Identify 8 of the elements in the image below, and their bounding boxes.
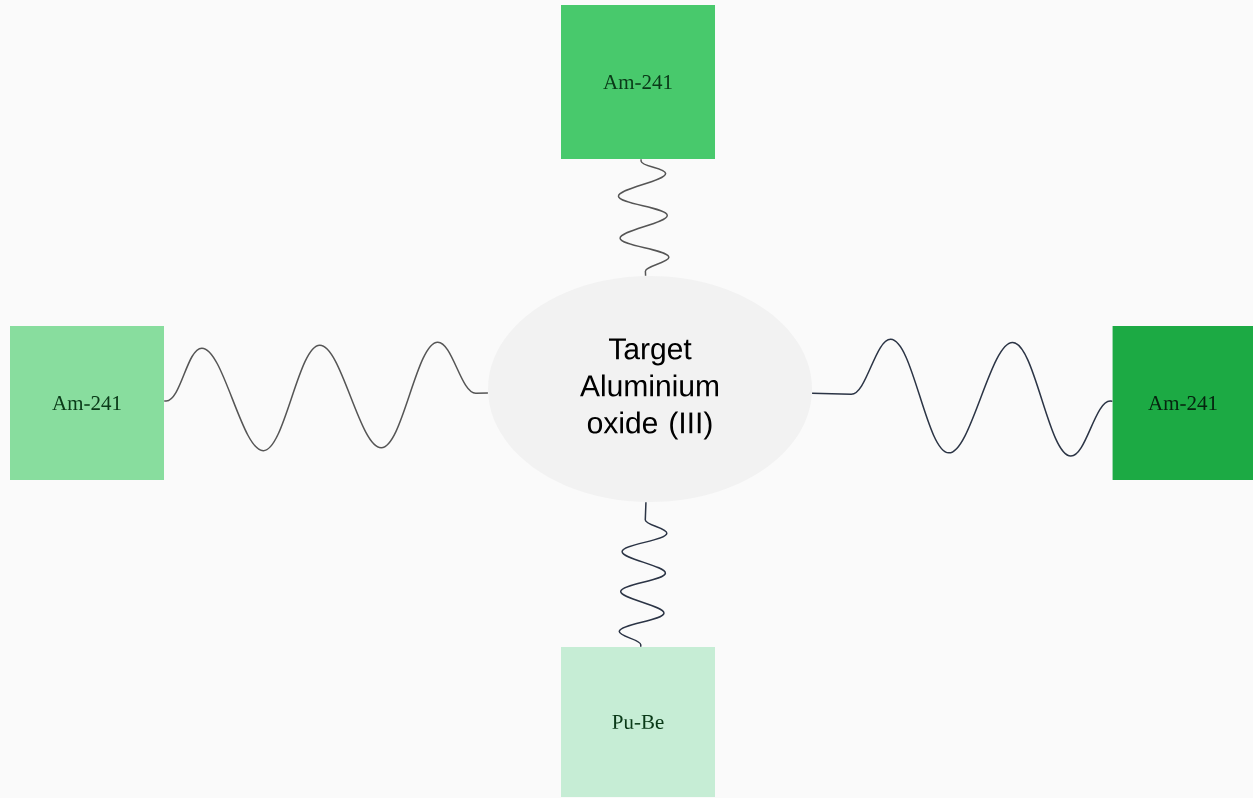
source-box: Am-241 [1112, 326, 1253, 480]
wavy-line [617, 158, 670, 277]
source-box: Pu-Be [561, 647, 715, 797]
wavy-line [618, 501, 668, 648]
wavy-line [163, 341, 489, 452]
source-box: Am-241 [561, 5, 715, 159]
source-box: Am-241 [10, 326, 164, 480]
wavy-line [811, 338, 1114, 457]
